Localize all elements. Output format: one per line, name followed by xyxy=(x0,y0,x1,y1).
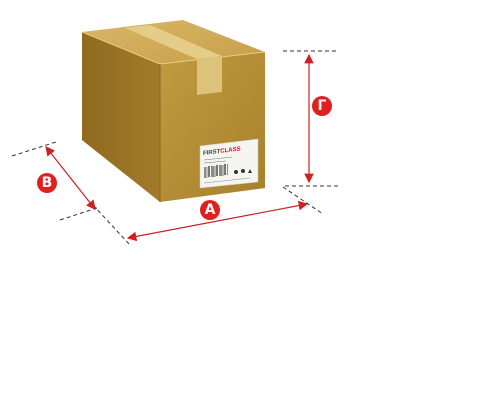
depth-guide-bottom xyxy=(59,206,101,221)
cardboard-box: FIRSTCLASS xyxy=(81,20,266,202)
depth-dimension-line xyxy=(45,146,96,210)
width-badge xyxy=(200,200,220,220)
label-symbol-icons xyxy=(234,169,252,174)
label-brand-text: FIRSTCLASS xyxy=(203,146,241,157)
height-badge xyxy=(312,96,332,116)
width-dimension-line xyxy=(126,200,309,242)
height-badge-letter: Г xyxy=(318,98,327,114)
barcode xyxy=(204,164,228,178)
packing-tape-top xyxy=(125,25,222,59)
label-text-lines xyxy=(203,156,233,164)
depth-badge-letter: B xyxy=(42,175,53,191)
width-dimension: A xyxy=(92,186,324,246)
depth-guide-top xyxy=(11,141,57,157)
width-badge-letter: A xyxy=(205,202,216,218)
box-side-face xyxy=(82,32,160,202)
width-guide-right xyxy=(282,186,324,215)
depth-badge xyxy=(37,173,57,193)
height-dimension: Г xyxy=(283,50,338,187)
width-guide-left xyxy=(92,204,131,246)
label-footer-line xyxy=(203,177,251,184)
depth-dimension: B xyxy=(11,141,101,221)
packing-tape-front xyxy=(197,56,222,95)
shipping-label: FIRSTCLASS xyxy=(199,138,259,189)
